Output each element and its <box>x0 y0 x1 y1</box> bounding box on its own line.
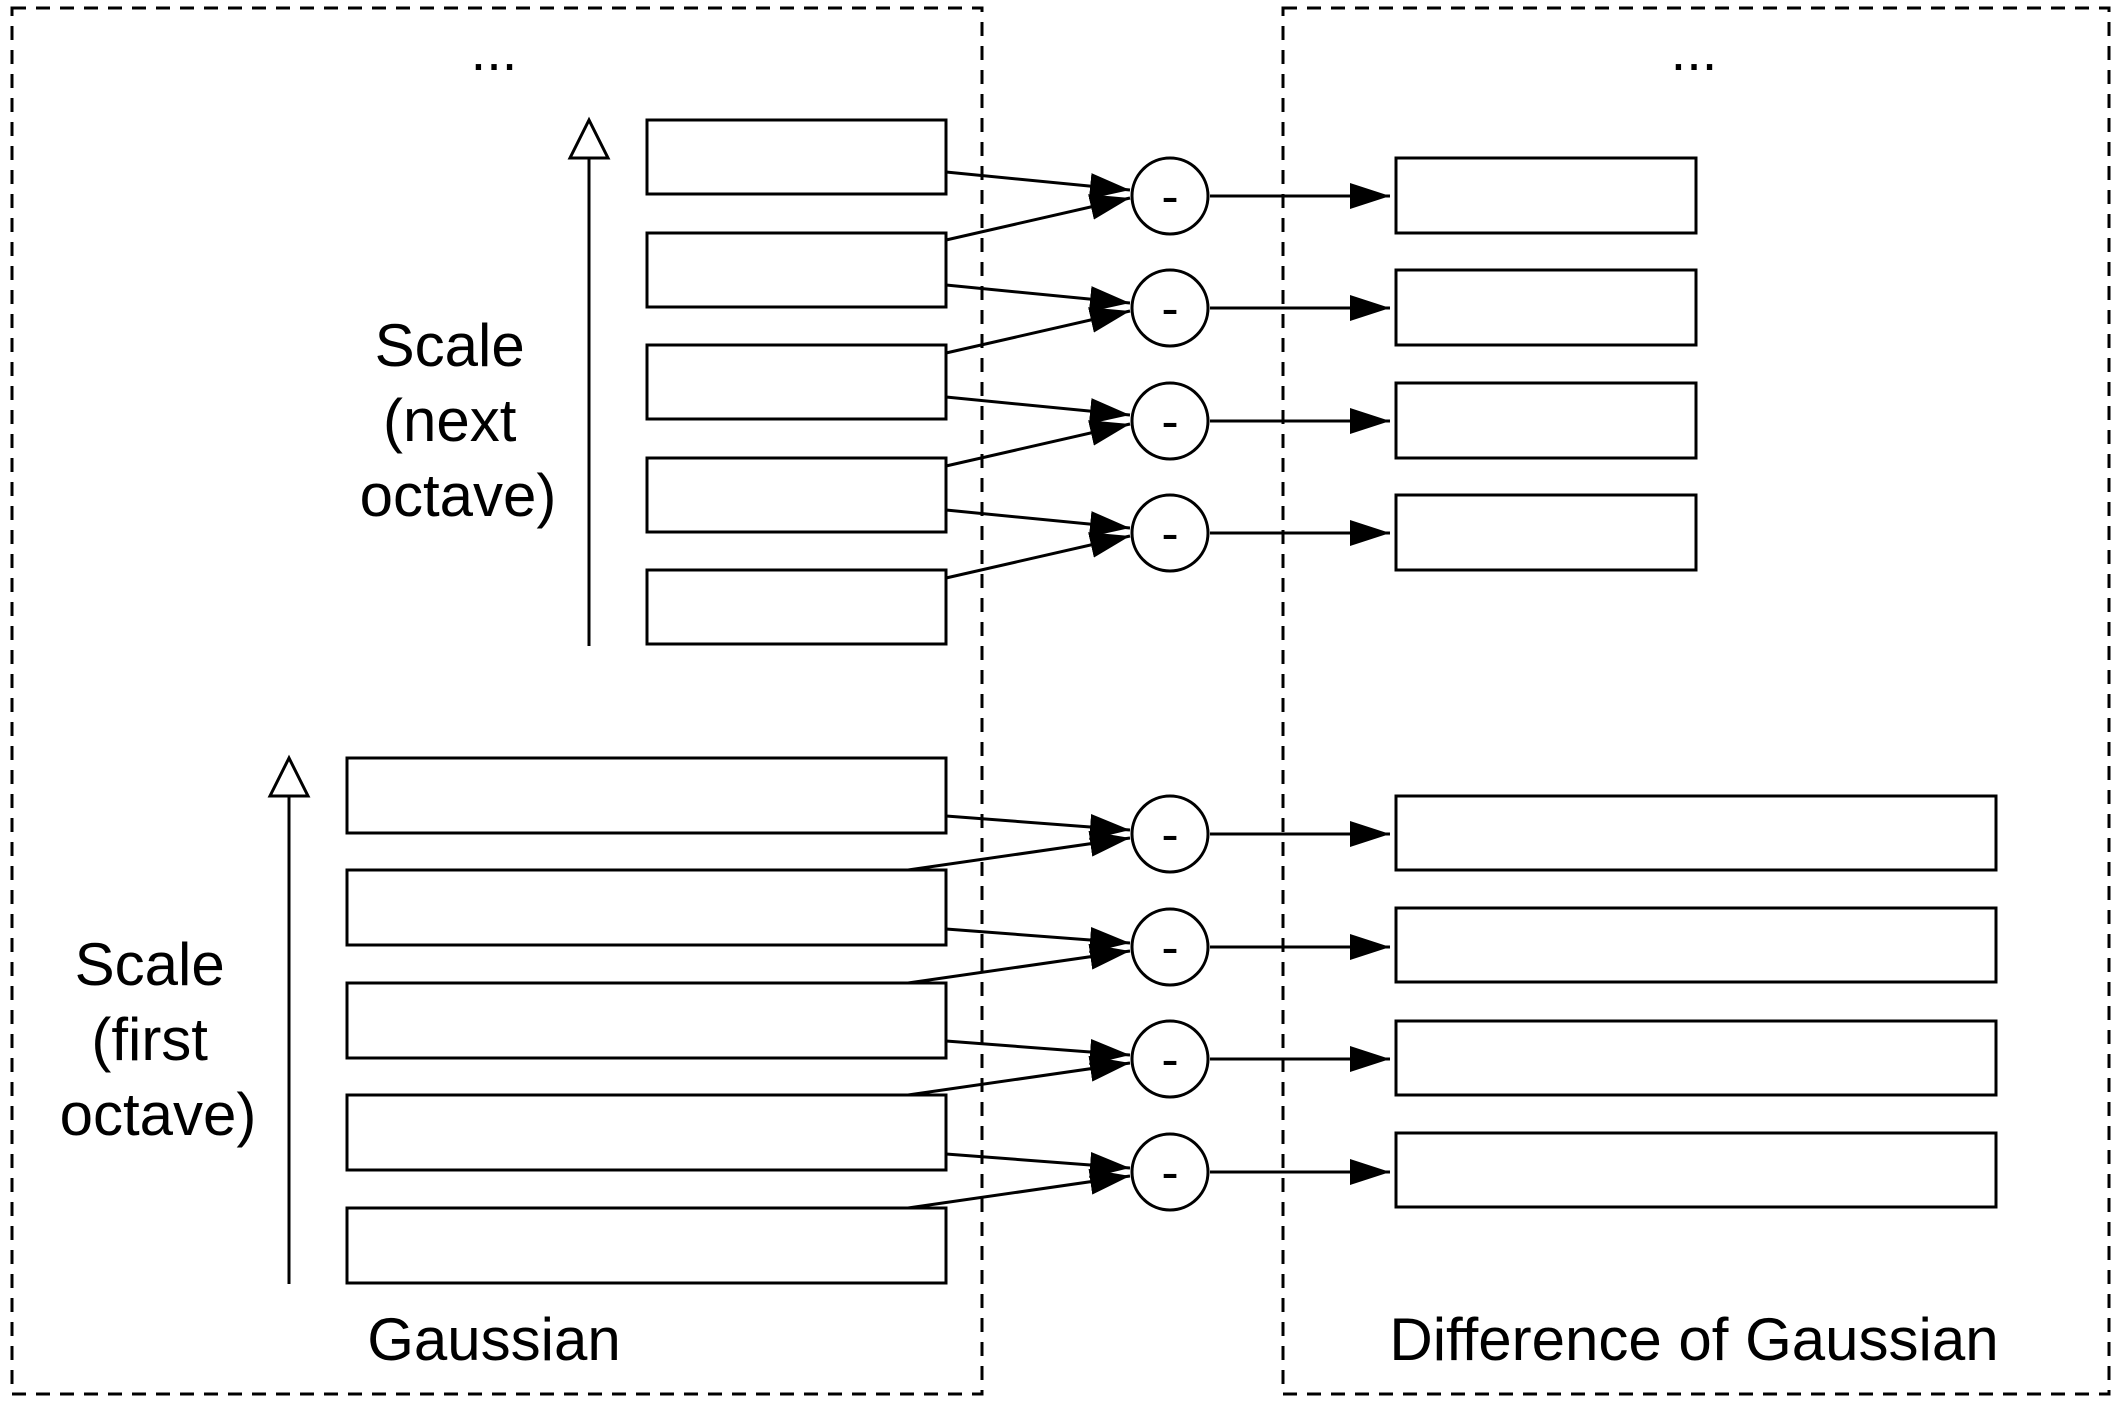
connectors-next-octave <box>945 170 1390 580</box>
gaussian-ellipsis: ... <box>471 19 518 82</box>
connector-arrow <box>945 927 1131 953</box>
subtract-symbol: - <box>1161 393 1178 451</box>
connector-arrow <box>945 170 1131 200</box>
subtract-ops-first-octave: - - - - <box>1130 794 1210 1212</box>
scale-arrowhead-first-octave <box>267 754 311 798</box>
gaussian-image <box>345 1206 948 1285</box>
subtract-operator <box>1130 907 1210 987</box>
dog-image <box>1394 1131 1998 1209</box>
dog-panel <box>1281 6 2111 1396</box>
connectors-first-octave <box>907 814 1390 1210</box>
gaussian-image <box>345 756 948 835</box>
subtract-operator <box>1130 493 1210 573</box>
dog-image <box>1394 156 1698 235</box>
subtract-symbol: - <box>1161 1031 1178 1089</box>
dog-ellipsis: ... <box>1671 19 1718 82</box>
connector-arrow <box>945 420 1131 468</box>
subtract-operator <box>1130 1132 1210 1212</box>
subtract-symbol: - <box>1161 505 1178 563</box>
connector-arrow <box>945 194 1131 242</box>
subtract-operator <box>1130 1019 1210 1099</box>
connector-arrow <box>945 1039 1131 1065</box>
connector-arrow <box>907 943 1131 985</box>
dog-image <box>1394 268 1698 347</box>
scale-label-first-octave: Scale (first octave) <box>60 931 257 1148</box>
connector-arrow <box>945 508 1131 538</box>
subtract-operator <box>1130 794 1210 874</box>
subtract-ops-next-octave: - - - - <box>1130 156 1210 573</box>
dog-image <box>1394 1019 1998 1097</box>
subtract-operator <box>1130 381 1210 461</box>
subtract-operator <box>1130 156 1210 236</box>
subtract-symbol: - <box>1161 280 1178 338</box>
gaussian-image <box>645 568 948 646</box>
dog-stack-first-octave <box>1394 794 1998 1209</box>
scale-label-next-octave: Scale (next octave) <box>360 312 557 529</box>
subtract-symbol: - <box>1161 168 1178 226</box>
dog-image <box>1394 381 1698 460</box>
gaussian-image <box>645 231 948 309</box>
gaussian-stack-next-octave <box>645 118 948 646</box>
dog-image <box>1394 794 1998 872</box>
subtract-symbol: - <box>1161 1144 1178 1202</box>
gaussian-image <box>345 1093 948 1172</box>
connector-arrow <box>945 283 1131 313</box>
subtract-operator <box>1130 268 1210 348</box>
subtract-symbol: - <box>1161 919 1178 977</box>
connector-arrow <box>945 814 1131 840</box>
gaussian-image <box>645 118 948 196</box>
connector-arrow <box>945 395 1131 425</box>
dog-image <box>1394 493 1698 572</box>
gaussian-panel <box>10 6 984 1396</box>
connector-arrow <box>945 307 1131 355</box>
dog-label: Difference of Gaussian <box>1389 1306 1998 1373</box>
connector-arrow <box>945 1152 1131 1178</box>
connector-arrow <box>907 830 1131 872</box>
connector-arrow <box>907 1168 1131 1210</box>
scale-arrowhead-next-octave <box>567 116 611 160</box>
dog-image <box>1394 906 1998 984</box>
gaussian-image <box>345 868 948 947</box>
gaussian-image <box>645 456 948 534</box>
subtract-symbol: - <box>1161 806 1178 864</box>
gaussian-image <box>345 981 948 1060</box>
connector-arrow <box>945 532 1131 580</box>
gaussian-image <box>645 343 948 421</box>
gaussian-label: Gaussian <box>367 1306 620 1373</box>
gaussian-stack-first-octave <box>345 756 948 1285</box>
connector-arrow <box>907 1055 1131 1097</box>
dog-stack-next-octave <box>1394 156 1698 572</box>
